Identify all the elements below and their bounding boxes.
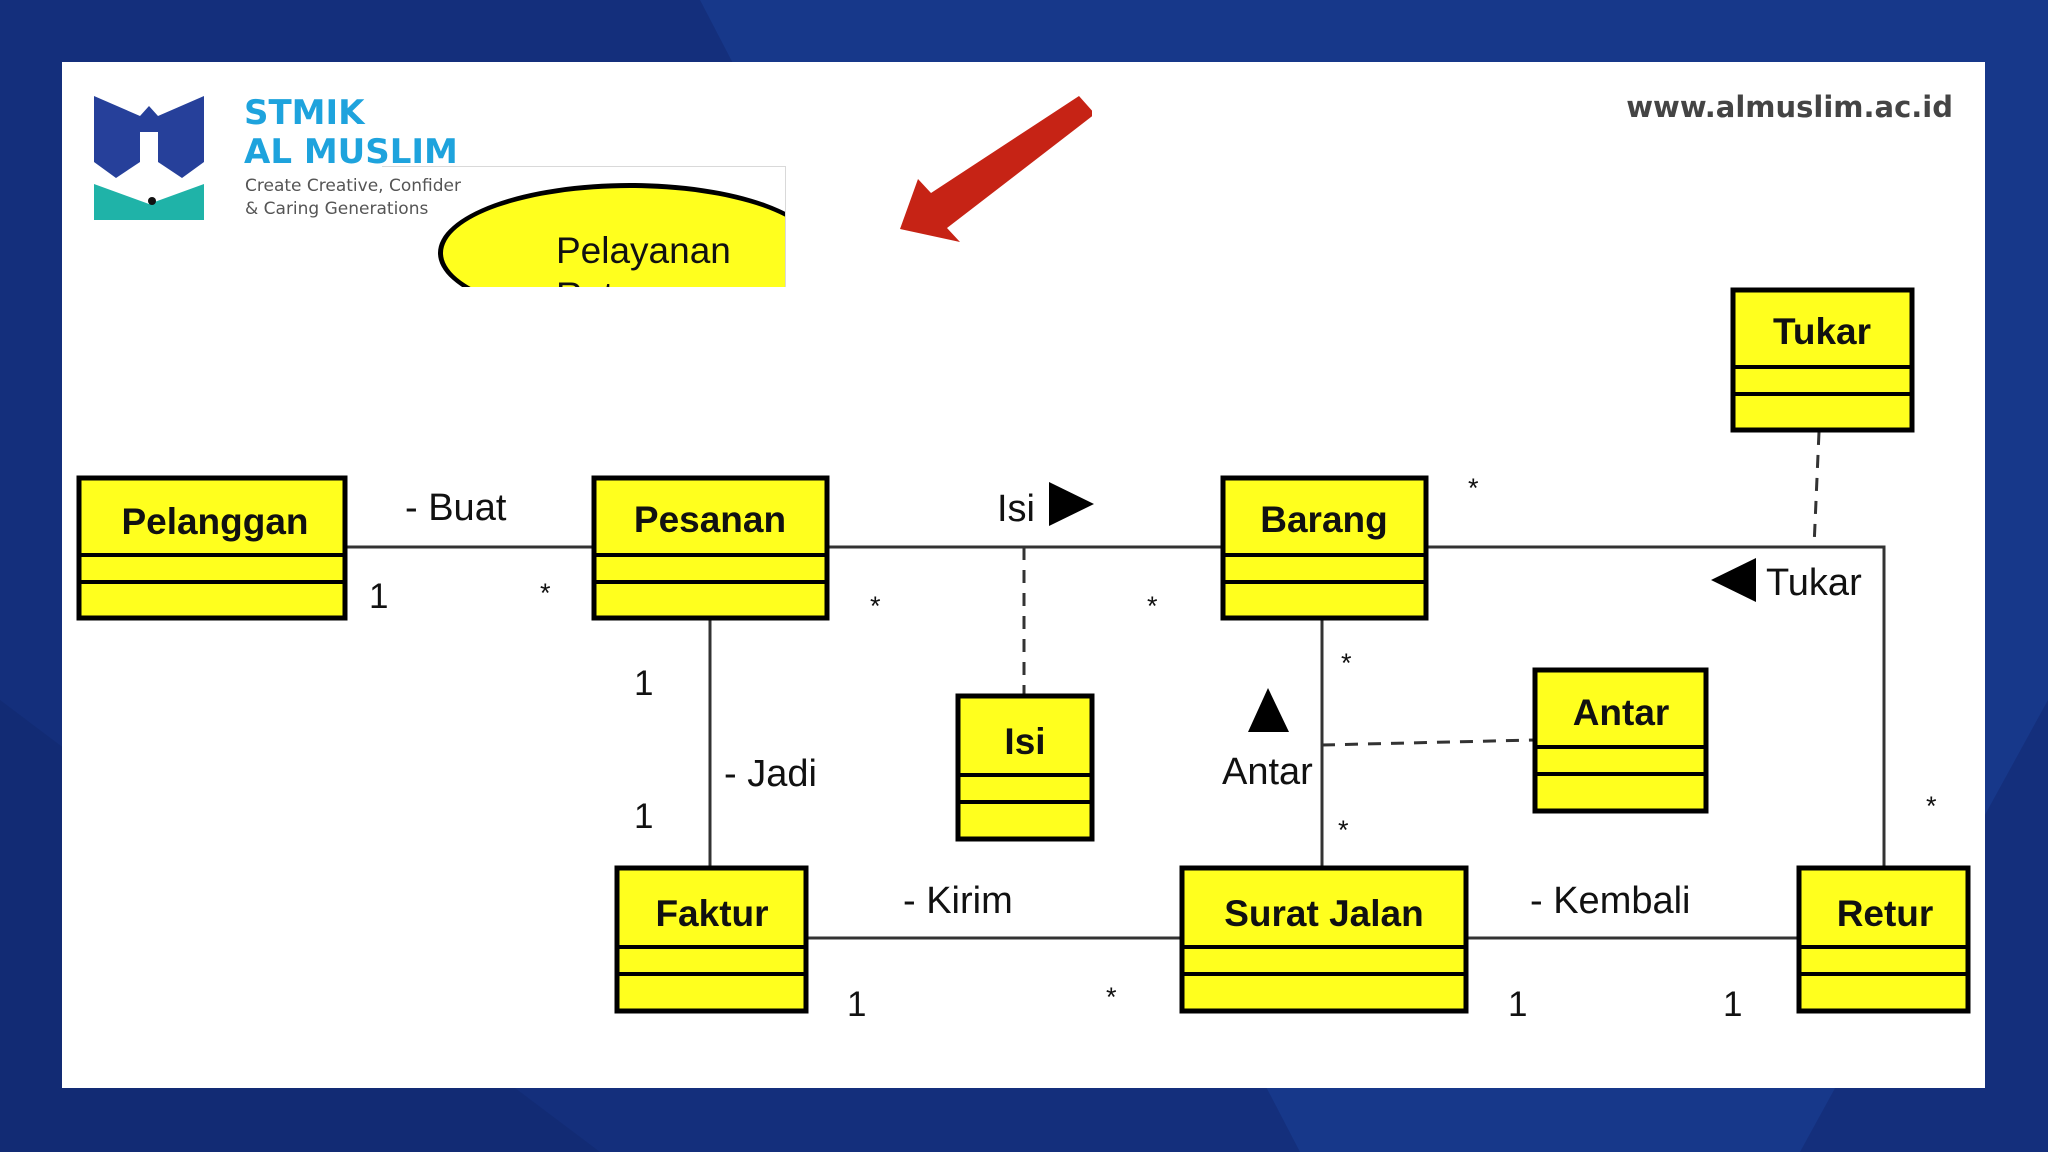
class-pelanggan-name: Pelanggan <box>121 501 308 542</box>
association-lines <box>345 545 1886 940</box>
assoc-isi-direction-icon <box>1049 482 1094 526</box>
brand-name-line2: AL MUSLIM <box>244 132 458 172</box>
class-pelanggan: Pelanggan <box>76 475 348 621</box>
mult-barang-tukar: * <box>1468 473 1479 503</box>
pointer-arrow-icon <box>900 96 1092 242</box>
class-barang-name: Barang <box>1260 499 1387 540</box>
website-url: www.almuslim.ac.id <box>1626 90 1953 124</box>
use-case-label-line1: Pelayanan <box>556 230 731 271</box>
class-diagram: Pelanggan Pesanan Barang Tukar Isi <box>76 287 1971 1024</box>
assoc-kirim-label: - Kirim <box>903 880 1013 922</box>
assoc-jadi-label: - Jadi <box>724 753 817 795</box>
assoc-isi-label: Isi <box>997 488 1035 530</box>
assoc-tukar-direction-icon <box>1711 558 1756 602</box>
use-case-label: Pelayanan Retur <box>556 228 731 287</box>
assoc-kembali-label: - Kembali <box>1530 880 1691 922</box>
slide: STMIK AL MUSLIM Create Creative, Confide… <box>62 62 1985 1088</box>
logo-emblem <box>94 96 204 220</box>
brand-name-line1: STMIK <box>244 93 365 133</box>
class-isi: Isi <box>955 693 1095 842</box>
institution-logo: STMIK AL MUSLIM Create Creative, Confide… <box>92 92 462 232</box>
mult-barang-antar: * <box>1341 648 1352 678</box>
class-retur-name: Retur <box>1837 893 1934 934</box>
mult-surat-kembali: 1 <box>1508 985 1527 1024</box>
assoc-antar-label: Antar <box>1222 751 1313 793</box>
use-case-excerpt: Pelayanan Retur <box>382 166 786 287</box>
assoc-tukar-label: Tukar <box>1766 562 1862 604</box>
association-class-links <box>1022 431 1821 747</box>
assoc-antar-direction-icon <box>1248 688 1289 732</box>
class-faktur-name: Faktur <box>655 893 768 934</box>
class-surat-jalan-name: Surat Jalan <box>1224 893 1423 934</box>
class-antar: Antar <box>1532 667 1709 814</box>
class-tukar-name: Tukar <box>1773 311 1871 352</box>
brand-tagline-line1: Create Creative, Confider <box>245 176 461 196</box>
class-pesanan: Pesanan <box>591 475 830 621</box>
mult-pelanggan-buat: 1 <box>369 577 388 616</box>
mult-retur-kembali: 1 <box>1723 985 1742 1024</box>
class-tukar: Tukar <box>1730 287 1915 433</box>
mult-surat-kirim: * <box>1106 982 1117 1012</box>
use-case-label-line2: Retur <box>556 273 731 287</box>
class-pesanan-name: Pesanan <box>634 499 786 540</box>
mult-surat-antar: * <box>1338 815 1349 845</box>
class-retur: Retur <box>1796 865 1971 1014</box>
mult-faktur-jadi: 1 <box>634 797 653 836</box>
mult-retur-tukar: * <box>1926 791 1937 821</box>
class-isi-name: Isi <box>1004 721 1045 762</box>
brand-tagline-line2: & Caring Generations <box>245 199 429 219</box>
mult-barang-isi: * <box>1147 591 1158 621</box>
mult-faktur-kirim: 1 <box>847 985 866 1024</box>
class-surat-jalan: Surat Jalan <box>1179 865 1469 1014</box>
assoc-buat-label: - Buat <box>405 487 507 529</box>
mult-pesanan-buat: * <box>540 578 551 608</box>
class-antar-name: Antar <box>1573 692 1670 733</box>
mult-pesanan-isi: * <box>870 591 881 621</box>
mult-pesanan-jadi: 1 <box>634 664 653 703</box>
class-faktur: Faktur <box>614 865 809 1014</box>
class-barang: Barang <box>1220 475 1429 621</box>
